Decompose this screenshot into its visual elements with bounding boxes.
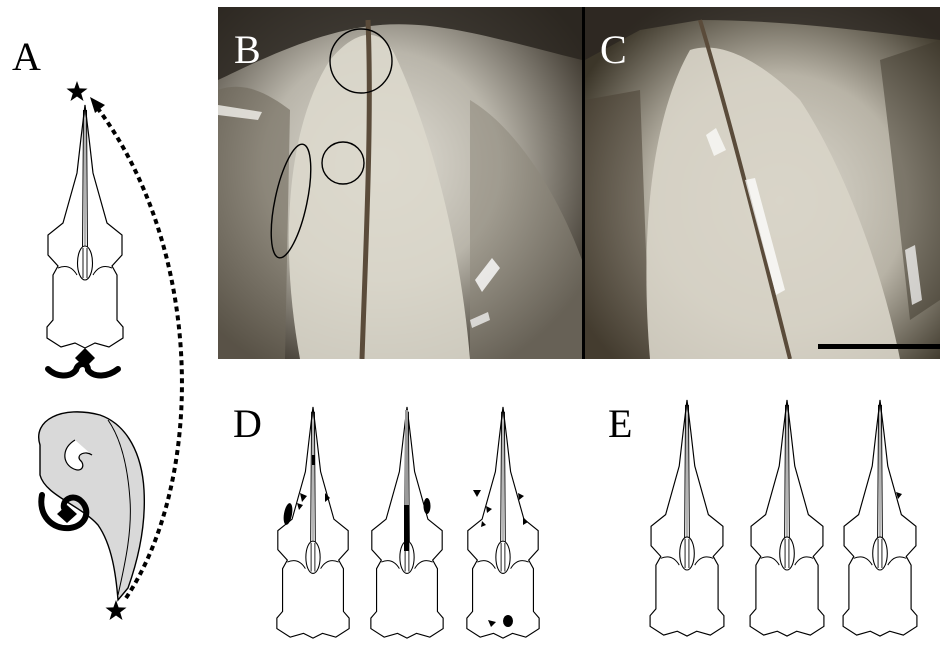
panel-c: C — [585, 7, 940, 359]
panel-b: B — [218, 7, 582, 359]
clavus-schematic-e3 — [843, 400, 917, 636]
clavus-dorsal-schematic — [47, 105, 123, 348]
lateral-shaded-schematic — [39, 412, 145, 600]
diamond-icon — [57, 505, 77, 523]
panel-d: D — [233, 401, 539, 638]
panel-label-b: B — [234, 27, 261, 72]
clavus-schematic-e2 — [750, 400, 824, 636]
panel-label-c: C — [600, 27, 627, 72]
star-icon — [67, 81, 88, 101]
panel-e: E — [608, 400, 917, 636]
photo-c-left-dark — [585, 90, 650, 359]
panel-label-d: D — [233, 401, 262, 446]
arrow-head-icon — [90, 97, 105, 113]
clavus-schematic-e1 — [650, 400, 724, 636]
panel-a: A — [12, 34, 182, 620]
panel-label-e: E — [608, 401, 632, 446]
star-icon — [106, 600, 127, 620]
panel-label-a: A — [12, 34, 41, 79]
panel-divider — [582, 7, 585, 359]
clavus-schematic-d3 — [467, 407, 539, 638]
scale-bar — [818, 344, 940, 349]
photo-b-left-sheath — [218, 87, 290, 359]
